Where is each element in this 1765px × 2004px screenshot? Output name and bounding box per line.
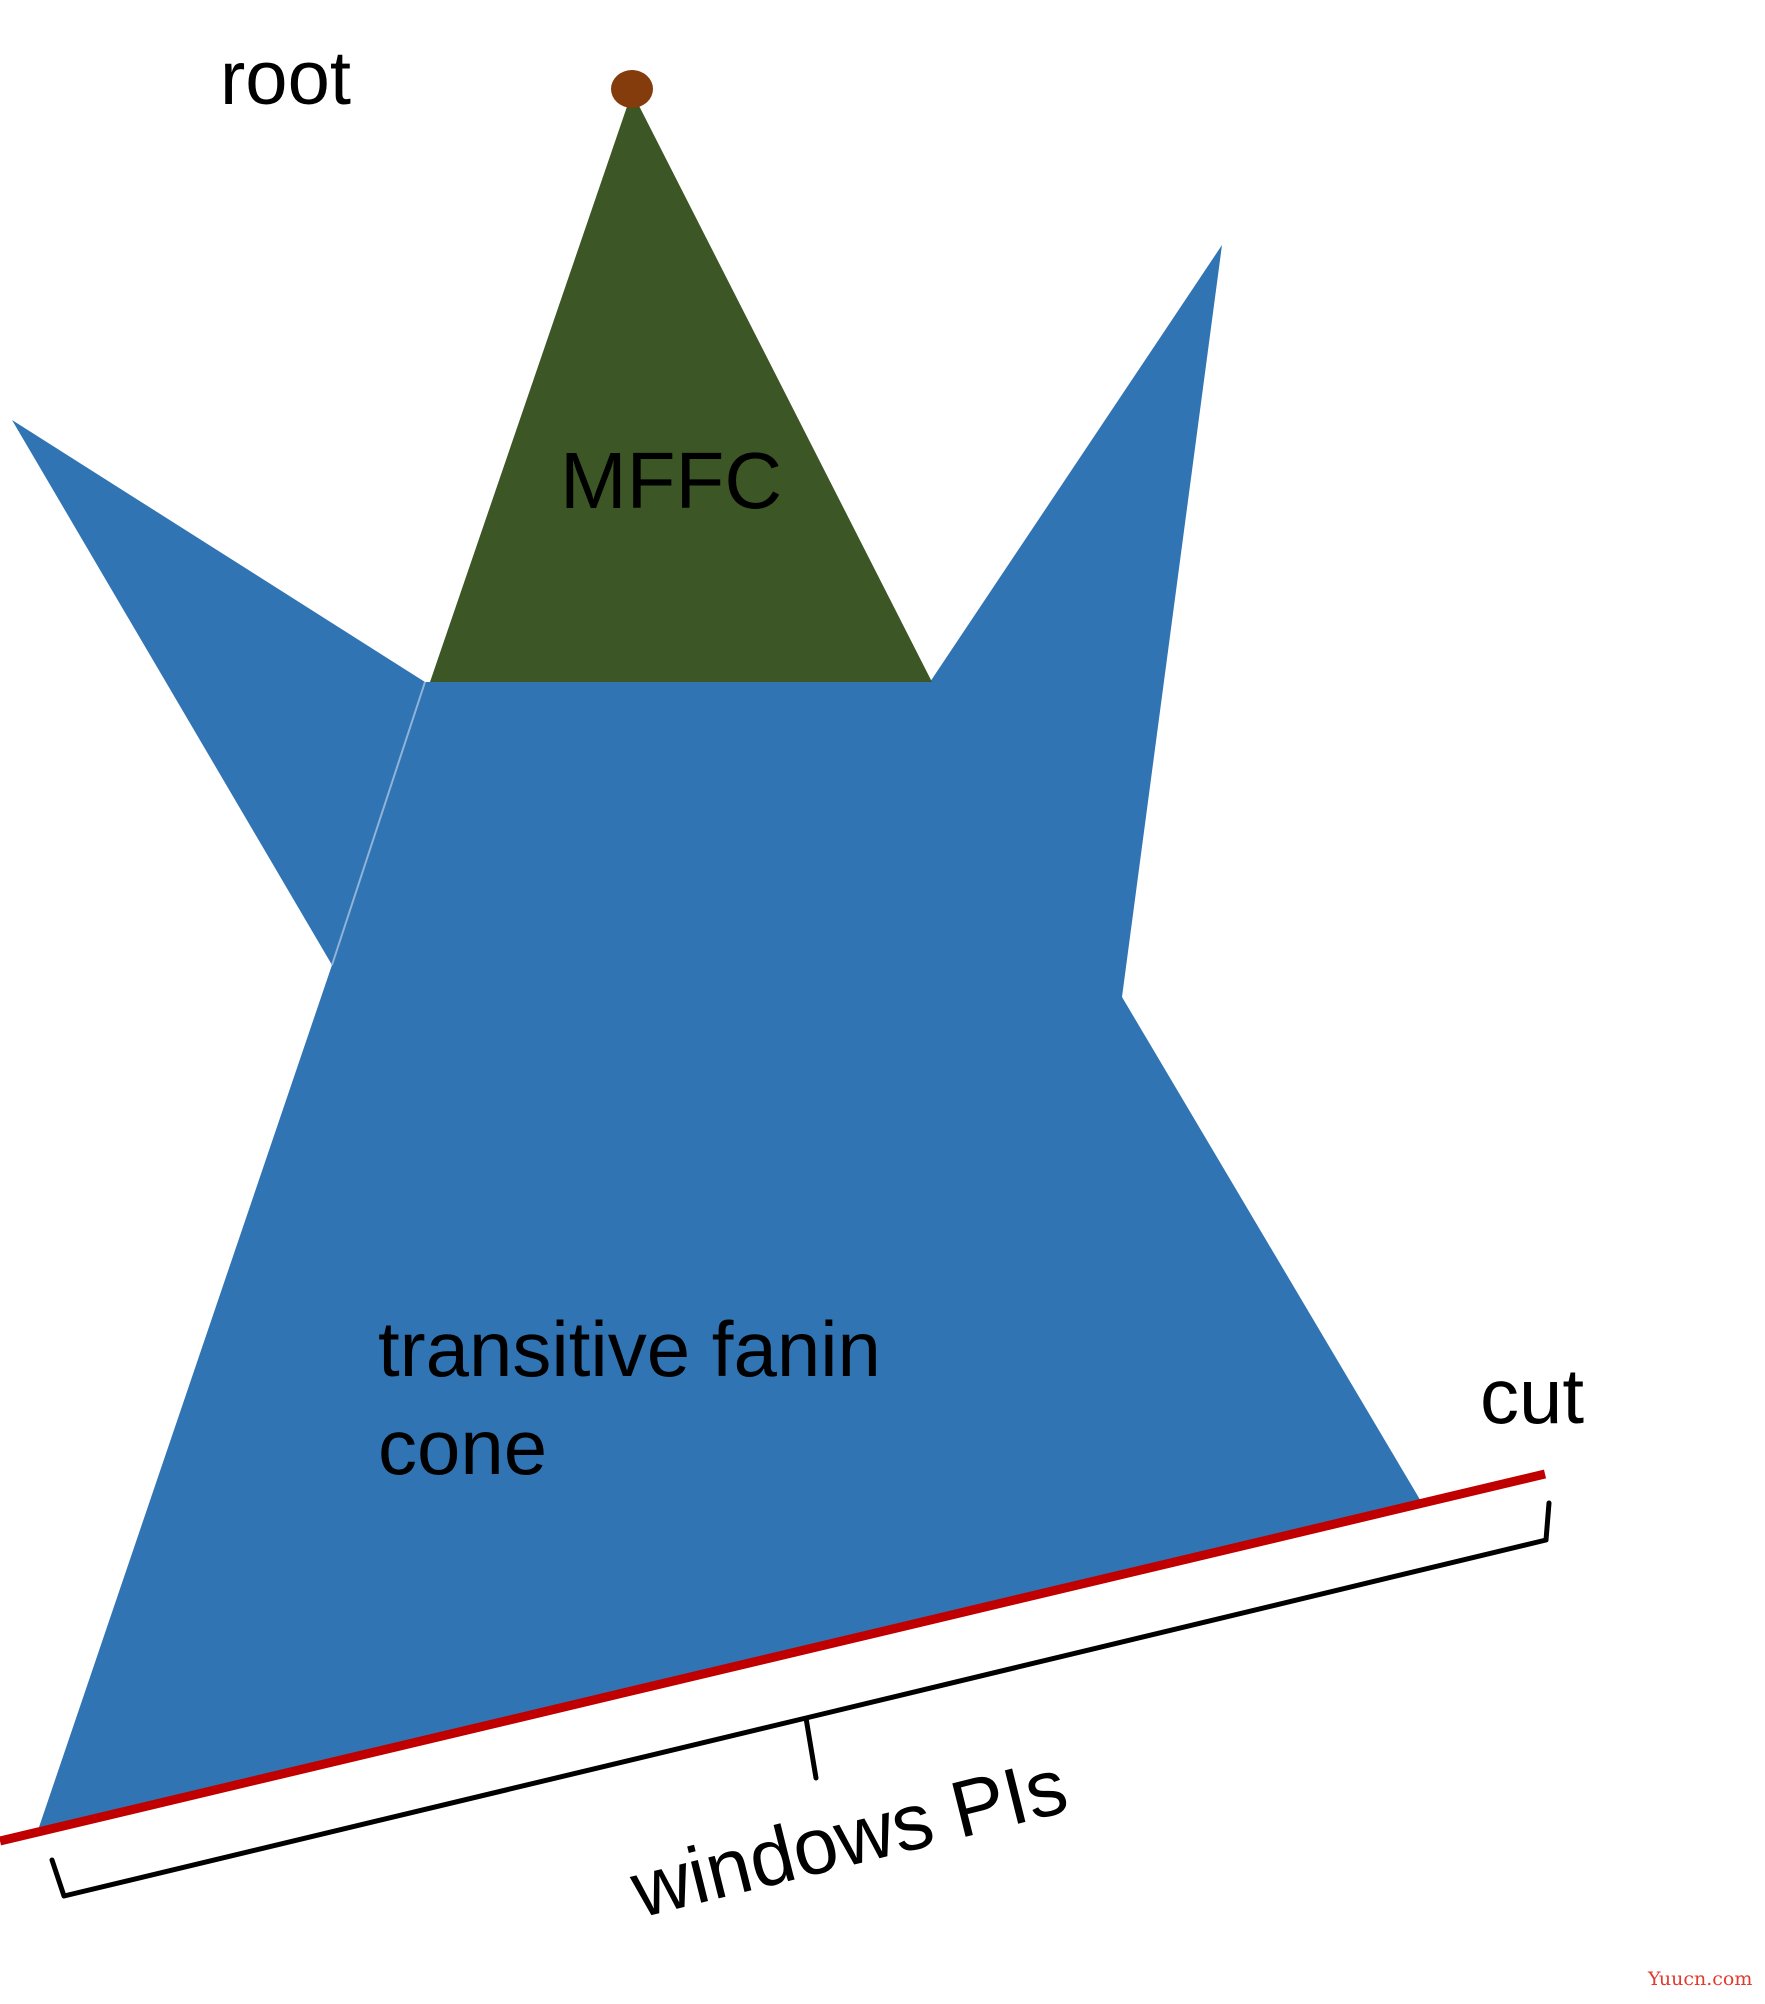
cone-seam-line [331,681,426,966]
window-pis-label: windows PIs [622,1741,1076,1935]
root-node [611,70,653,108]
mffc-label: MFFC [560,436,782,525]
transitive-fanin-cone-label-line1: transitive fanin [378,1305,881,1393]
root-label: root [220,36,351,121]
mffc-triangle [430,92,932,682]
cut-label: cut [1480,1352,1584,1440]
cut-line [0,1469,1547,1846]
watermark-text: Yuucn.com [1647,1968,1752,1990]
window-pis-brace [49,1500,1552,1899]
transitive-fanin-cone-shape [12,245,1422,1836]
transitive-fanin-cone-label-line2: cone [378,1403,547,1491]
